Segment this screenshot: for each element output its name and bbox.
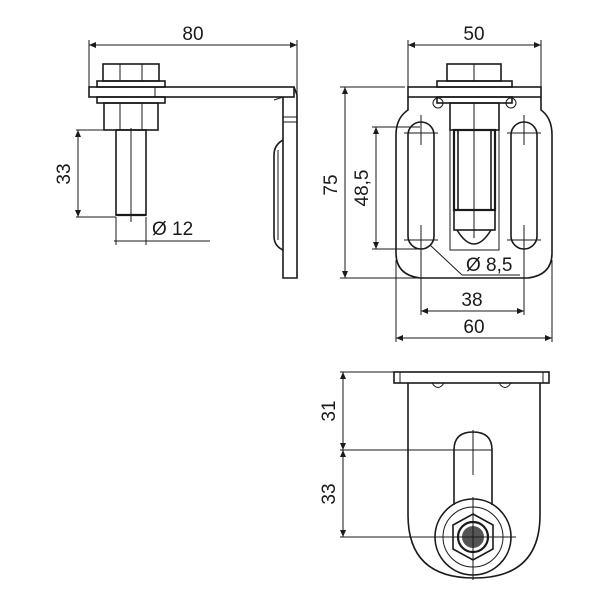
dim-38-label: 38 <box>461 290 482 311</box>
dim-80-label: 80 <box>182 24 203 45</box>
bottom-view: 31 33 <box>319 371 550 580</box>
dim-33-bottom-label: 33 <box>319 483 340 504</box>
dim-diameter-12-label: Ø 12 <box>152 219 193 240</box>
side-view: 80 33 Ø 12 <box>54 24 298 279</box>
dim-31-label: 31 <box>319 400 340 421</box>
dim-60-label: 60 <box>463 317 484 338</box>
dim-75-label: 75 <box>321 174 342 195</box>
dim-33-side-label: 33 <box>54 163 75 184</box>
dim-diameter-8-5-label: Ø 8,5 <box>466 255 512 276</box>
dim-50-label: 50 <box>463 24 484 45</box>
dim-48-5-label: 48,5 <box>352 170 373 207</box>
front-view: 50 75 <box>321 24 553 342</box>
